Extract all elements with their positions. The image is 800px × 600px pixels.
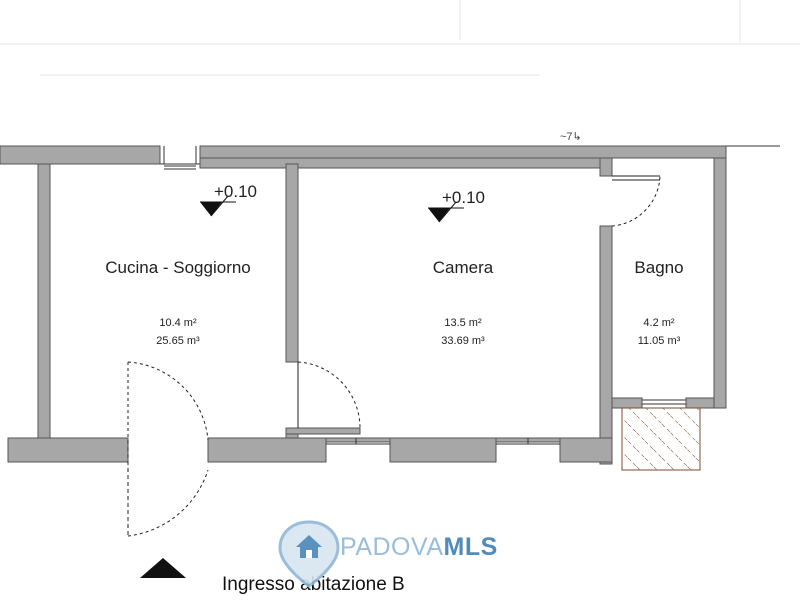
level-label-camera: +0.10 [442,188,485,207]
bagno-door-swing [611,175,661,227]
room-volume-bagno: 11.05 m³ [638,335,681,347]
watermark-logo: PADOVAMLS [278,520,498,588]
room-name-bagno: Bagno [634,258,683,277]
room-area-camera: 13.5 m² [444,317,482,329]
wall-divider-2 [599,225,613,465]
background-sketch [0,0,800,76]
level-marker-camera: +0.10 [428,188,485,223]
watermark-suffix: MLS [444,533,498,561]
room-name-camera: Camera [433,258,494,277]
wall-top-thin [199,157,601,169]
doors [127,175,661,537]
wall-top-main [199,145,727,159]
sketch-mark: ~7↳ [560,131,582,143]
bagno-window [642,399,686,405]
walls [0,145,727,465]
watermark-text: PADOVAMLS [340,533,498,561]
entrance-arrow-icon [140,558,186,578]
level-label-cucina: +0.10 [214,182,257,201]
house-icon [296,535,322,558]
room-area-cucina: 10.4 m² [159,317,197,329]
wall-bottom-far-left [7,437,129,463]
level-marker-cucina: +0.10 [200,182,257,217]
camera-door-swing [297,361,361,429]
wall-left [37,163,51,439]
wall-divider-2-top [599,157,613,177]
wall-bottom-kitchen [207,437,327,463]
wall-divider-stub [285,427,361,435]
wall-bottom-mid [389,437,497,463]
room-volume-cucina: 25.65 m³ [156,335,200,347]
room-name-cucina: Cucina - Soggiorno [105,258,251,277]
top-window [163,146,197,170]
room-area-bagno: 4.2 m² [643,317,675,329]
hatched-area [621,407,701,471]
wall-bagno-bottom-right [685,397,715,409]
room-volume-camera: 33.69 m³ [441,335,485,347]
wall-bottom-rail-1 [325,437,391,443]
wall-bagno-bottom-left [611,397,643,409]
wall-bottom-right [559,437,613,463]
location-pin-icon [278,520,340,588]
bottom-windows [326,438,560,445]
entrance-door-swing [127,361,209,441]
wall-top-left [0,145,161,165]
wall-divider-1 [285,163,299,363]
wall-bagno-right [713,157,727,409]
watermark-prefix: PADOVA [340,533,444,561]
